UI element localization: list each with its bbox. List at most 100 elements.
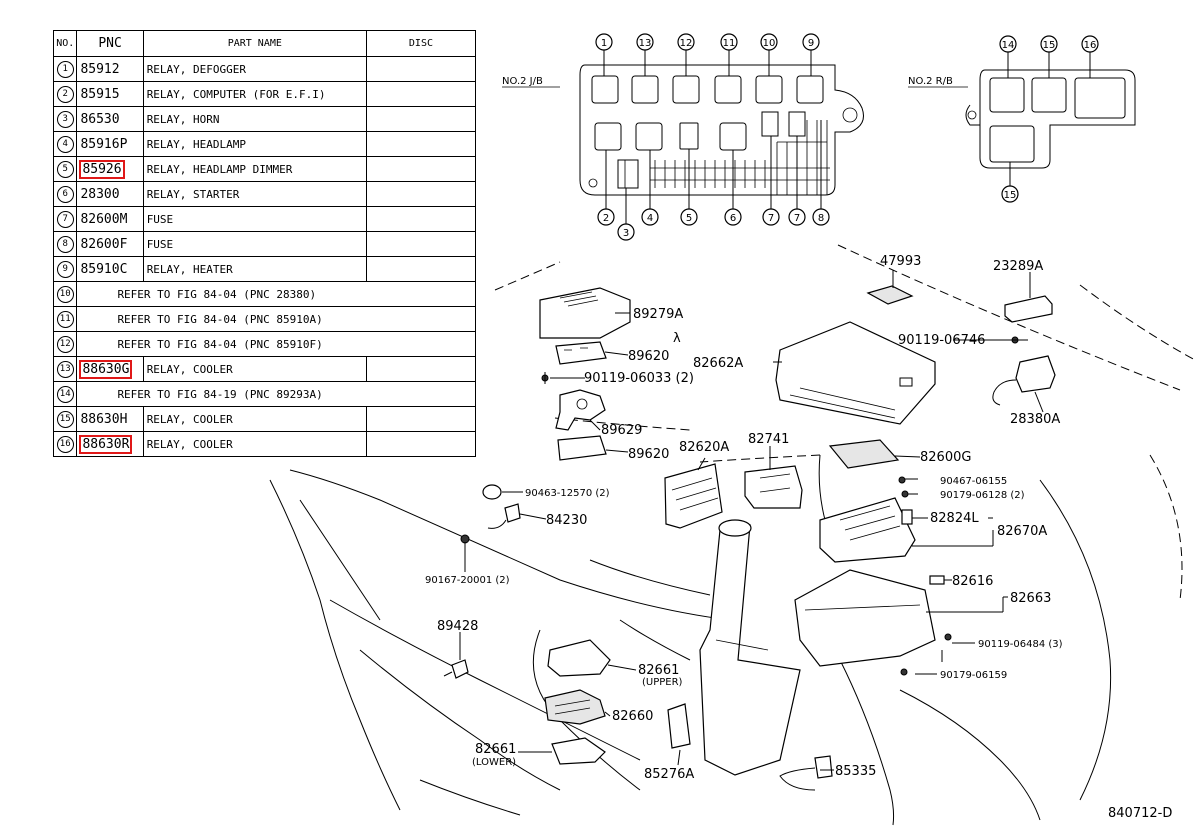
pnc-cell: 88630H: [76, 406, 144, 432]
label-82600g: 82600G: [920, 450, 971, 465]
table-row: 10 REFER TO FIG 84-04 (PNC 28380): [52, 281, 476, 307]
cover-82661-lower: [551, 737, 606, 765]
svg-text:8: 8: [818, 213, 824, 224]
parts-table: NO. PNC PART NAME DISC 1 85912 RELAY, DE…: [52, 30, 477, 457]
row-number: 10: [56, 285, 74, 303]
rb-callout-14: 14: [999, 35, 1017, 53]
label-82616: 82616: [952, 574, 993, 589]
jb-callout-8: 8: [812, 208, 830, 226]
label-90179-06159: 90179-06159: [940, 670, 1007, 681]
lambda-mark: λ: [673, 331, 681, 346]
jb-callout-7b: 7: [788, 208, 806, 226]
label-90167-20001: 90167-20001 (2): [425, 575, 510, 586]
svg-text:5: 5: [686, 213, 692, 224]
relay-block-82670a: [819, 497, 916, 563]
table-row: 15 88630H RELAY, COOLER: [52, 406, 477, 432]
cover-89279a: [539, 287, 631, 339]
header-pnc: PNC: [76, 30, 144, 57]
svg-text:15: 15: [1004, 190, 1017, 201]
disc-cell: [365, 81, 477, 107]
label-82663: 82663: [1010, 591, 1051, 606]
disc-cell: [365, 256, 477, 282]
disc-cell: [365, 206, 477, 232]
relay-box-82660: [544, 689, 606, 725]
jb-callout-3: 3: [617, 223, 635, 241]
jb-label: NO.2 J/B: [502, 76, 543, 87]
label-89620-upper: 89620: [628, 349, 669, 364]
table-row: 9 85910C RELAY, HEATER: [52, 256, 477, 282]
disc-cell: [365, 356, 477, 382]
table-row: 4 85916P RELAY, HEADLAMP: [52, 131, 477, 157]
jb-callout-11: 11: [720, 33, 738, 51]
table-row: 2 85915 RELAY, COMPUTER (FOR E.F.I): [52, 81, 477, 107]
part-name-cell: FUSE: [142, 206, 367, 232]
svg-text:16: 16: [1084, 40, 1097, 51]
cover-47993: [866, 285, 914, 305]
relay-89620-upper: [555, 341, 607, 365]
part-name-cell: RELAY, COOLER: [142, 406, 367, 432]
refer-cell: REFER TO FIG 84-04 (PNC 85910F): [76, 331, 476, 357]
pnc-cell: 85915: [76, 81, 144, 107]
label-82741: 82741: [748, 432, 789, 447]
label-upper: (UPPER): [642, 677, 683, 688]
pnc-cell: 28300: [76, 181, 144, 207]
label-82670a: 82670A: [997, 524, 1047, 539]
svg-text:15: 15: [1043, 40, 1056, 51]
part-name-cell: RELAY, COOLER: [142, 356, 367, 382]
sensor-84230: [487, 503, 521, 529]
rb-callout-16: 16: [1081, 35, 1099, 53]
jb-callout-7a: 7: [762, 208, 780, 226]
svg-text:13: 13: [639, 38, 652, 49]
row-number: 8: [56, 235, 74, 253]
row-number: 6: [56, 185, 74, 203]
disc-cell: [365, 56, 477, 82]
disc-cell: [365, 431, 477, 457]
svg-text:10: 10: [763, 38, 776, 49]
bolt-90179-06159: [900, 668, 908, 676]
label-90119-06033: 90119-06033 (2): [584, 371, 694, 386]
connector-82741: [744, 465, 803, 509]
leader-lines: [459, 270, 1044, 771]
terminal-82824l: [901, 509, 913, 525]
pnc-cell-highlighted: 88630R: [76, 431, 144, 457]
part-name-cell: RELAY, HEATER: [142, 256, 367, 282]
bracket-23289a: [1004, 295, 1053, 323]
table-row: 7 82600M FUSE: [52, 206, 477, 232]
label-90467-06155: 90467-06155: [940, 476, 1007, 487]
row-number: 9: [56, 260, 74, 278]
table-row: 16 88630R RELAY, COOLER: [52, 431, 477, 457]
label-90179-06128: 90179-06128 (2): [940, 490, 1025, 501]
jb-callout-10: 10: [760, 33, 778, 51]
pnc-cell: 86530: [76, 106, 144, 132]
bolt-90179-06128: [901, 490, 909, 498]
table-row: 5 85926 RELAY, HEADLAMP DIMMER: [52, 156, 477, 182]
table-row: 12 REFER TO FIG 84-04 (PNC 85910F): [52, 331, 476, 357]
rb-callout-leaders: [1007, 52, 1091, 186]
label-90119-06746: 90119-06746: [898, 333, 985, 348]
label-90463-12570: 90463-12570 (2): [525, 488, 610, 499]
part-name-cell: RELAY, HEADLAMP DIMMER: [142, 156, 367, 182]
part-name-cell: RELAY, HEADLAMP: [142, 131, 367, 157]
row-number: 1: [56, 60, 74, 78]
disc-cell: [365, 106, 477, 132]
refer-cell: REFER TO FIG 84-19 (PNC 89293A): [76, 381, 476, 407]
row-number: 7: [56, 210, 74, 228]
label-82660: 82660: [612, 709, 653, 724]
rb-callout-15-bottom: 15: [1001, 185, 1019, 203]
junction-82620a: [664, 463, 723, 529]
pnc-cell-highlighted: 88630G: [76, 356, 144, 382]
refer-cell: REFER TO FIG 84-04 (PNC 85910A): [76, 306, 476, 332]
disc-cell: [365, 231, 477, 257]
relay-28380a: [992, 355, 1056, 406]
label-28380a: 28380A: [1010, 412, 1060, 427]
label-23289a: 23289A: [993, 259, 1043, 274]
disc-cell: [365, 181, 477, 207]
pnc-cell: 82600F: [76, 231, 144, 257]
row-number: 4: [56, 135, 74, 153]
jb-callout-9: 9: [802, 33, 820, 51]
table-row: 8 82600F FUSE: [52, 231, 477, 257]
label-lower: (LOWER): [472, 757, 516, 768]
jb-callout-5: 5: [680, 208, 698, 226]
pnc-highlight-box: 85926: [79, 159, 125, 179]
